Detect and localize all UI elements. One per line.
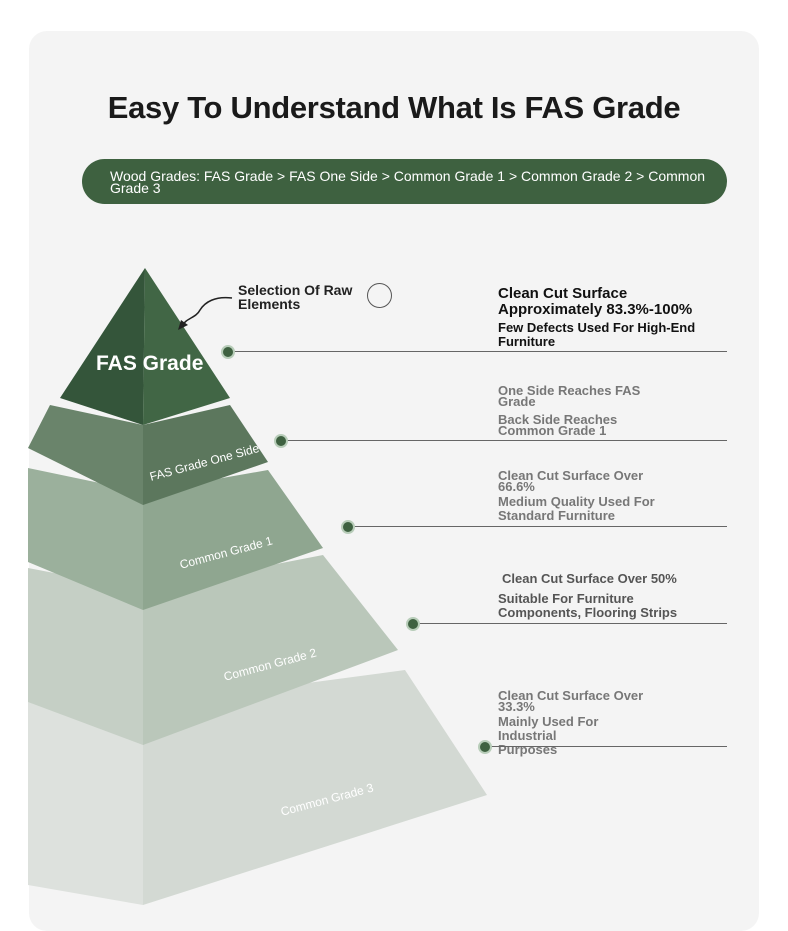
grade-pyramid: [28, 268, 487, 905]
tier-fas-one-side: [28, 405, 268, 505]
leader-line-fas: [227, 351, 727, 352]
desc-fas: Clean Cut Surface Approximately 83.3%-10…: [498, 285, 696, 349]
leader-line-common-2: [412, 623, 727, 624]
arrowhead-icon: [178, 320, 188, 330]
tier-fas-grade: [60, 268, 230, 425]
tier-common-grade-3: [28, 670, 487, 905]
marker-dot-fas: [221, 345, 235, 359]
leader-line-common-3: [484, 746, 727, 747]
breadcrumb-banner: Wood Grades: FAS Grade > FAS One Side > …: [82, 159, 727, 204]
desc-common-2: Clean Cut Surface Over 50% Suitable For …: [498, 571, 678, 620]
marker-dot-common-3: [478, 740, 492, 754]
desc-common-1: Clean Cut Surface Over 66.6% Medium Qual…: [498, 468, 655, 523]
marker-dot-common-2: [406, 617, 420, 631]
desc-common-3: Clean Cut Surface Over 33.3% Mainly Used…: [498, 688, 644, 757]
tier-common-grade-2: [28, 555, 398, 745]
marker-dot-fas-one-side: [274, 434, 288, 448]
marker-dot-common-1: [341, 520, 355, 534]
tier-common-grade-1: [28, 468, 323, 610]
circle-icon: [367, 283, 392, 308]
leader-line-common-1: [347, 526, 727, 527]
leader-line-fas-one-side: [280, 440, 727, 441]
callout-arrow-icon: [181, 296, 233, 327]
breadcrumb-text: Wood Grades: FAS Grade > FAS One Side > …: [110, 168, 706, 196]
page-title: Easy To Understand What Is FAS Grade: [107, 90, 681, 125]
callout-raw-elements: Selection Of Raw Elements: [238, 282, 353, 312]
desc-fas-one-side: One Side Reaches FAS Grade Back Side Rea…: [498, 383, 641, 438]
tier-label-fas: FAS Grade: [96, 352, 204, 375]
